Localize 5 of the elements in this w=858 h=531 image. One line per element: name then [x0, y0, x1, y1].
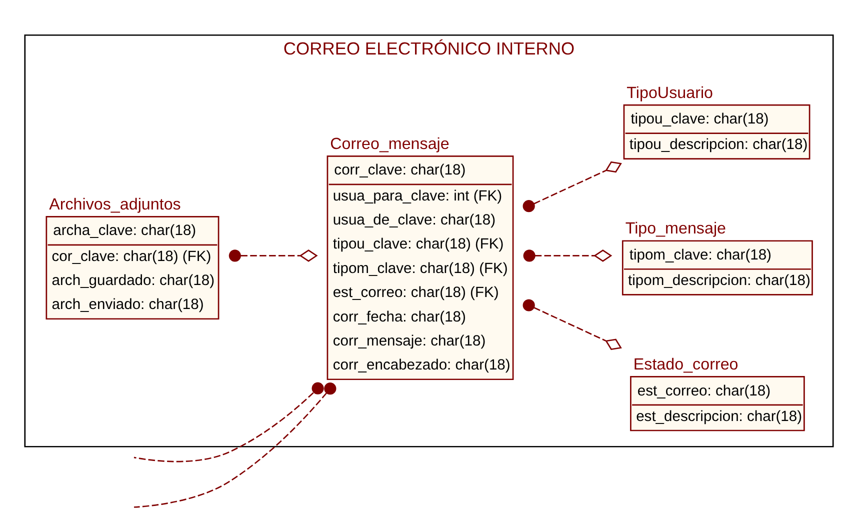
node-label: Archivos_adjuntos	[49, 194, 181, 213]
node-label: Tipo_mensaje	[625, 219, 726, 238]
node-label: Correo_mensaje	[330, 134, 450, 152]
node-label: TipoUsuario	[626, 83, 714, 102]
node-label: Estado_correo	[633, 354, 738, 373]
